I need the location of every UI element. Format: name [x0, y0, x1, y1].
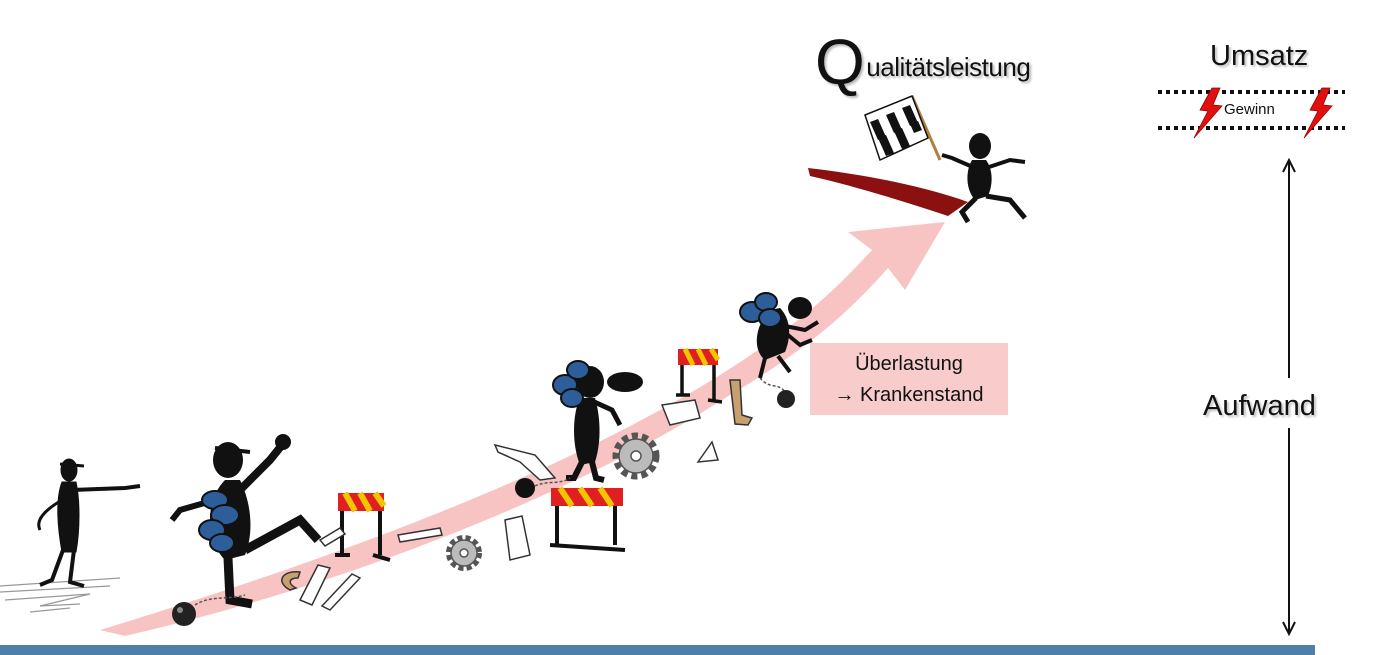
winner-with-flag-icon [864, 95, 1027, 224]
bottom-bar [0, 645, 1315, 655]
overload-callout: Überlastung → Krankenstand [810, 343, 1008, 415]
lightning-icon [1193, 87, 1223, 139]
runner-with-backpack-icon [169, 434, 322, 626]
climber-icon [739, 292, 820, 408]
pointing-figure-icon [37, 458, 141, 588]
hurdle-icon [549, 486, 626, 552]
quality-performance-title: Qualitätsleistung [815, 30, 1031, 94]
start-ground [0, 577, 121, 613]
effort-double-arrow [1282, 157, 1296, 637]
gear-icon [612, 432, 660, 480]
finish-band [808, 168, 968, 216]
hurdle-icon [676, 347, 723, 404]
title-rest: ualitätsleistung [866, 52, 1031, 82]
effort-label: Aufwand [1201, 390, 1318, 423]
profit-band [1158, 90, 1345, 130]
lightning-icon [1303, 87, 1333, 139]
revenue-label: Umsatz [1210, 40, 1309, 72]
profit-label: Gewinn [1224, 101, 1275, 118]
hurdle-icon [335, 491, 391, 562]
title-initial: Q [815, 26, 865, 98]
checkered-flag-icon [864, 95, 929, 162]
callout-line-2: → Krankenstand [834, 384, 984, 406]
debris-shapes [281, 379, 754, 611]
gear-icon [446, 535, 482, 571]
hunched-walker-icon [515, 360, 643, 498]
progress-arrow [100, 222, 945, 636]
callout-line-1: Überlastung [855, 353, 963, 375]
